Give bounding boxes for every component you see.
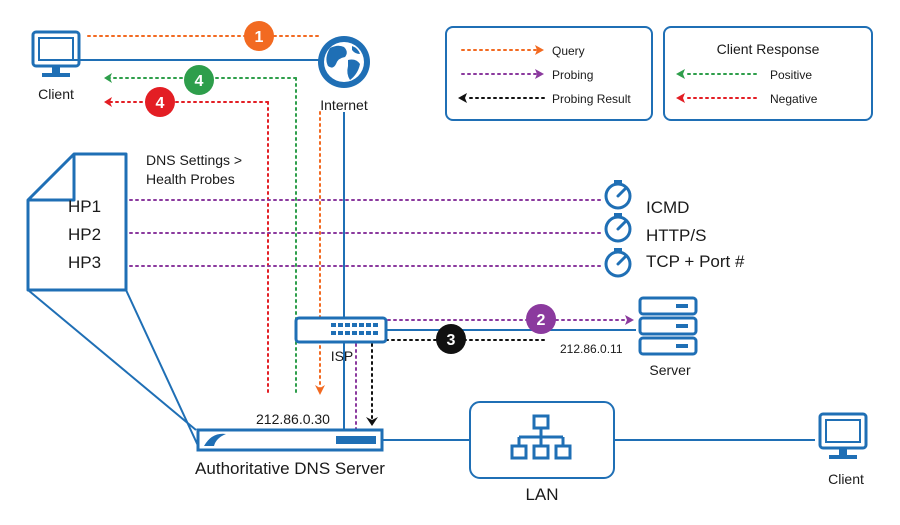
badge-probing: 2: [526, 304, 556, 334]
hp2-label: HP2: [68, 225, 101, 244]
document-title-line1: DNS Settings >: [146, 152, 242, 168]
probing-arrowhead: [625, 315, 634, 325]
callout-line-right: [125, 289, 201, 451]
hp1-label: HP1: [68, 197, 101, 216]
badge-positive-number: 4: [195, 73, 204, 90]
dns-server-appliance-icon: [196, 428, 384, 452]
internet-globe-icon: [318, 36, 370, 88]
client-computer-icon: [31, 30, 81, 77]
client-right-label: Client: [828, 471, 864, 487]
badge-negative: 4: [145, 87, 175, 117]
internet-label: Internet: [320, 97, 368, 113]
callout-line-left: [27, 289, 197, 431]
probe-gauge-icon-2: [604, 213, 632, 243]
document-icon: [26, 152, 128, 292]
legend-result-label: Probing Result: [552, 92, 631, 106]
client-top-label: Client: [38, 86, 74, 102]
legend-negative-label: Negative: [770, 92, 818, 106]
document-title-line2: Health Probes: [146, 171, 235, 187]
server-icon: [638, 296, 698, 356]
client-right-computer-icon: [818, 412, 868, 459]
badge-negative-number: 4: [156, 95, 165, 112]
isp-switch-icon: [294, 316, 388, 344]
probe-icmd-label: ICMD: [646, 198, 689, 217]
flow-arrowheads: [104, 73, 634, 426]
result-arrowhead: [366, 417, 378, 426]
badge-query: 1: [244, 21, 274, 51]
badge-result: 3: [436, 324, 466, 354]
network-links: [27, 59, 815, 451]
legend-positive-arrowhead: [676, 69, 685, 79]
isp-label: ISP: [331, 348, 354, 364]
legend-query-arrowhead: [535, 45, 544, 55]
probe-gauge-icon-3: [604, 248, 632, 278]
legend-client-response: Client Response Positive Negative: [663, 26, 873, 121]
badge-probing-number: 2: [537, 312, 546, 329]
badge-result-number: 3: [447, 332, 456, 349]
legend-negative-arrowhead: [676, 93, 685, 103]
server-ip-label: 212.86.0.11: [560, 342, 623, 356]
positive-arrowhead: [104, 73, 112, 83]
legend-positive-label: Positive: [770, 68, 812, 82]
badge-positive: 4: [184, 65, 214, 95]
legend-flows: Query Probing Probing Result: [445, 26, 653, 121]
server-label: Server: [649, 362, 691, 378]
legend-query-label: Query: [552, 44, 585, 58]
probe-gauge-icon-1: [604, 180, 632, 210]
legend-response-title: Client Response: [717, 41, 820, 57]
legend-result-arrowhead: [458, 93, 467, 103]
hp3-label: HP3: [68, 253, 101, 272]
badge-query-number: 1: [255, 29, 264, 46]
probe-https-label: HTTP/S: [646, 226, 706, 245]
probe-tcp-label: TCP + Port #: [646, 252, 745, 271]
dns-server-label: Authoritative DNS Server: [195, 459, 385, 478]
legend-probing-arrowhead: [535, 69, 544, 79]
lan-hierarchy-icon: [469, 401, 615, 479]
dns-ip-label: 212.86.0.30: [256, 411, 330, 427]
lan-label: LAN: [525, 485, 558, 504]
legend-probing-label: Probing: [552, 68, 593, 82]
negative-arrowhead: [104, 97, 112, 107]
